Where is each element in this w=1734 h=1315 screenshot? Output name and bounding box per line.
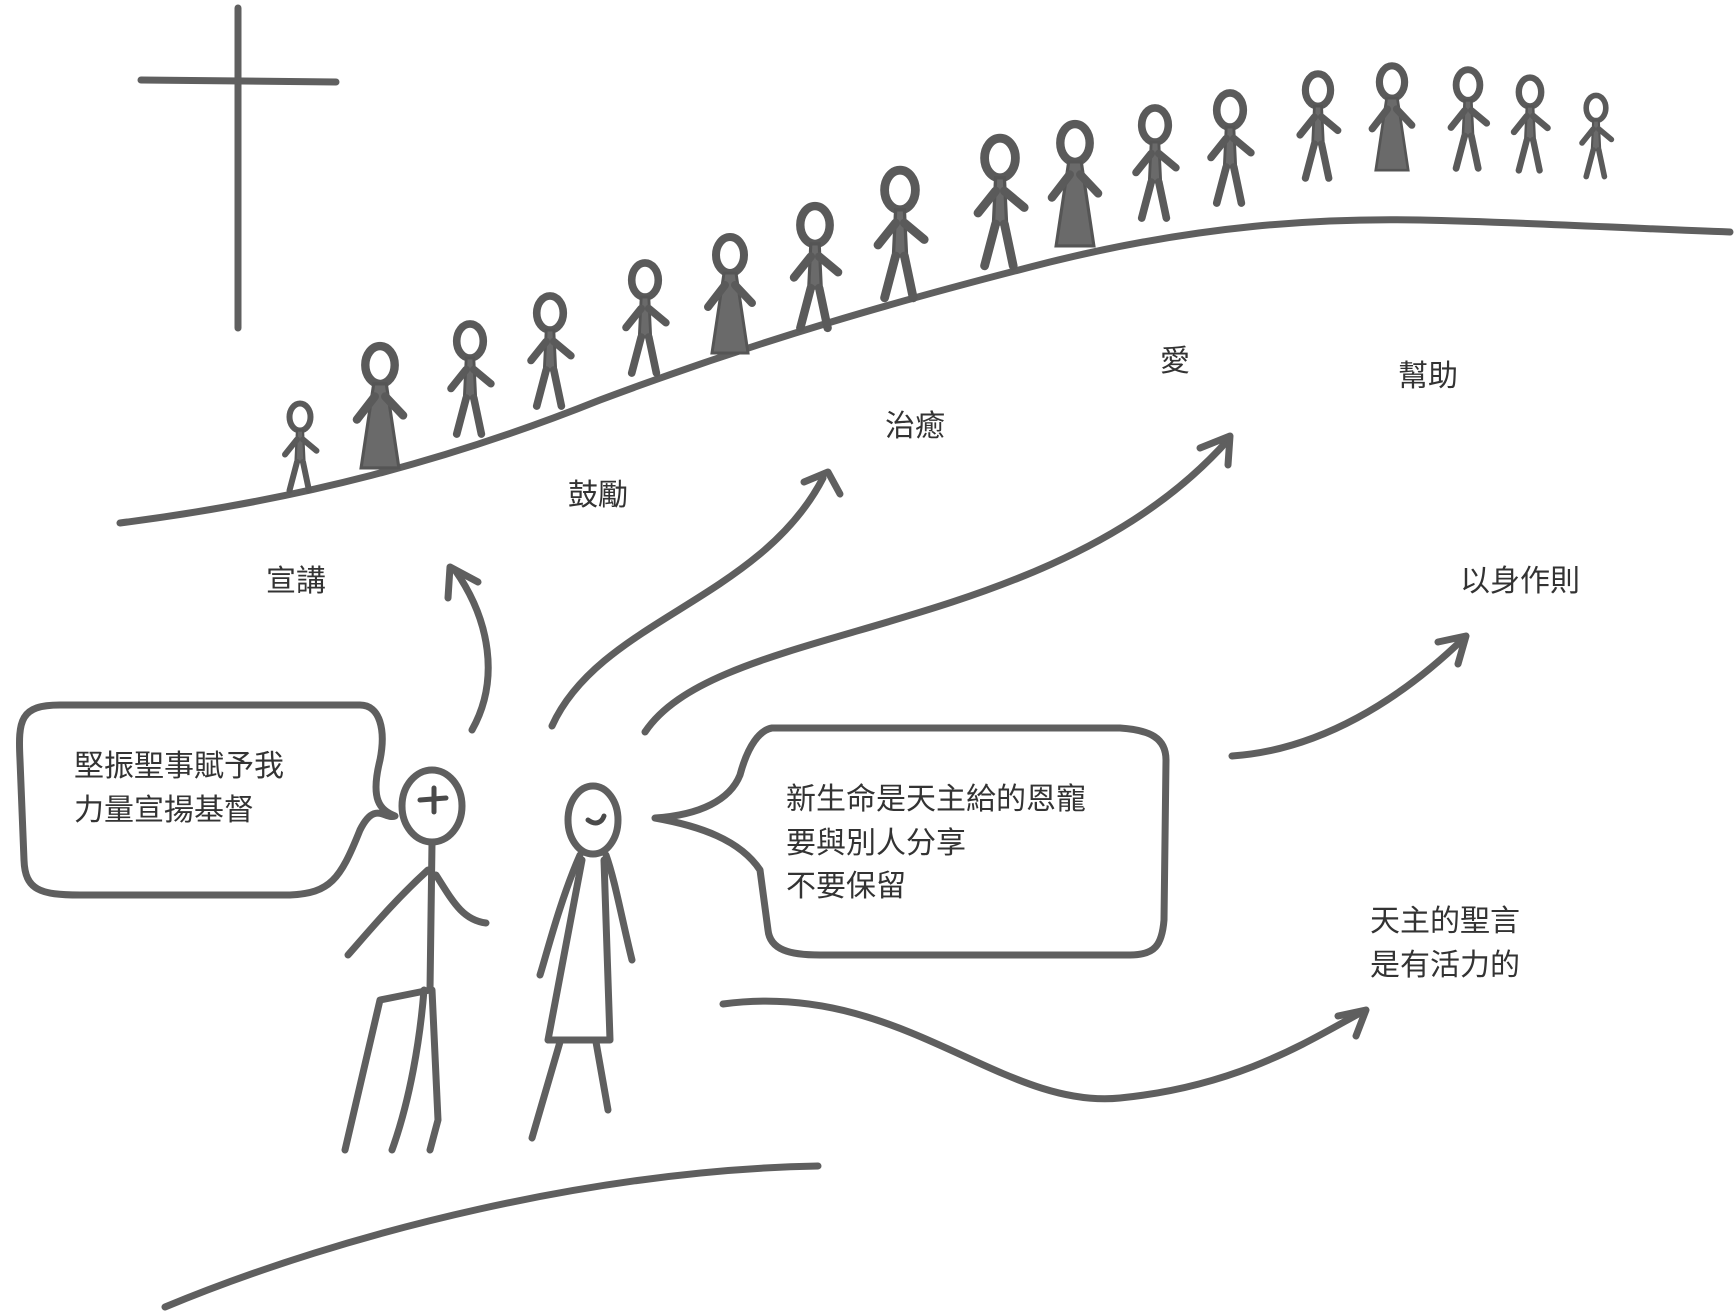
bubble-right-line-3: 不要保留 bbox=[786, 869, 906, 904]
person-left bbox=[341, 766, 490, 1154]
walker-figure bbox=[873, 165, 929, 303]
walker-figure bbox=[1132, 104, 1180, 222]
walker-figure bbox=[973, 133, 1029, 271]
arrow-to-example bbox=[1228, 634, 1468, 760]
walker-figure bbox=[1207, 89, 1255, 207]
walker-figure bbox=[622, 259, 670, 377]
arrow-to-word bbox=[719, 997, 1366, 1103]
arrowhead-heal bbox=[800, 468, 844, 498]
walker-figure bbox=[789, 201, 843, 333]
walker-figure bbox=[527, 292, 575, 410]
walker-figure bbox=[1047, 119, 1103, 248]
arrow-to-heal bbox=[548, 474, 827, 730]
walker-figure bbox=[447, 320, 495, 438]
bubble-left-text: 堅振聖事賦予我 力量宣揚基督 bbox=[74, 745, 284, 832]
walker-figure bbox=[1447, 66, 1491, 172]
walker-figure bbox=[1296, 70, 1342, 182]
arrow-to-preach bbox=[451, 566, 492, 734]
person-right bbox=[528, 782, 636, 1142]
walker-figure bbox=[352, 341, 408, 470]
word-line-1: 天主的聖言 bbox=[1370, 904, 1520, 939]
word-line-2: 是有活力的 bbox=[1370, 947, 1520, 983]
label-example: 以身作則 bbox=[1460, 564, 1580, 599]
walker-figure bbox=[282, 400, 320, 494]
bubble-right-line-2: 要與別人分享 bbox=[786, 825, 966, 861]
procession-figures bbox=[282, 62, 1615, 494]
arrowhead-love bbox=[1196, 432, 1234, 469]
walker-figure bbox=[1579, 92, 1615, 180]
arrowhead-word bbox=[1334, 1006, 1370, 1040]
bubble-right-line-1: 新生命是天主給的恩寵 bbox=[786, 782, 1086, 817]
walker-figure bbox=[1510, 74, 1551, 174]
arrows bbox=[444, 432, 1470, 1103]
bubble-left-line-2: 力量宣揚基督 bbox=[74, 792, 254, 828]
label-love: 愛 bbox=[1160, 344, 1190, 379]
ground-line bbox=[161, 1162, 822, 1311]
label-word-of-god: 天主的聖言 是有活力的 bbox=[1370, 900, 1520, 987]
arrow-to-love bbox=[641, 436, 1232, 736]
label-encourage: 鼓勵 bbox=[568, 478, 628, 513]
bubble-right-text: 新生命是天主給的恩寵 要與別人分享 不要保留 bbox=[786, 778, 1086, 909]
walker-figure bbox=[1368, 62, 1416, 172]
arrowhead-example bbox=[1434, 632, 1470, 668]
walker-figure bbox=[704, 233, 756, 355]
speech-bubble-right bbox=[651, 724, 1170, 959]
arrowhead-preach bbox=[444, 563, 482, 602]
cross-icon bbox=[137, 4, 340, 332]
speech-bubble-left bbox=[16, 701, 399, 899]
hill-path bbox=[116, 216, 1734, 527]
label-heal: 治癒 bbox=[885, 409, 945, 444]
label-preach: 宣講 bbox=[266, 564, 326, 599]
label-help: 幫助 bbox=[1398, 359, 1458, 394]
bubble-left-line-1: 堅振聖事賦予我 bbox=[74, 749, 284, 784]
